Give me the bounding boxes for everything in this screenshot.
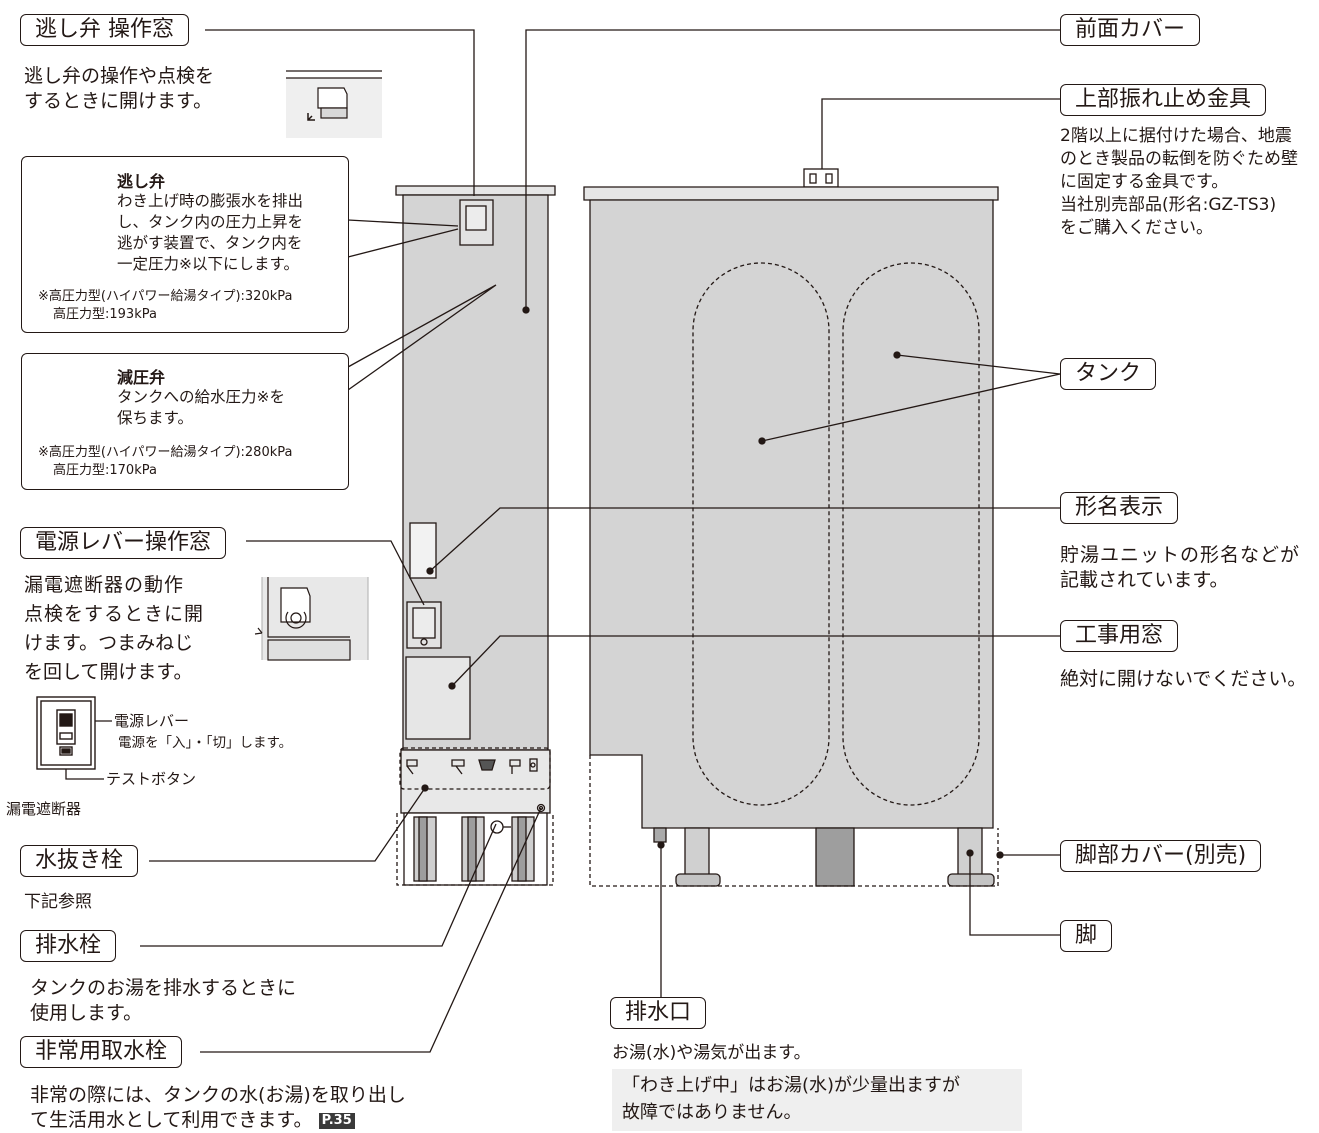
model-display-desc-1: 貯湯ユニットの形名などが <box>1060 544 1301 566</box>
front-cover-label: 前面カバー <box>1060 14 1201 46</box>
pressure-valve-note-1: ※高圧力型(ハイパワー給湯タイプ):280kPa <box>38 445 293 460</box>
model-display-desc-2: 記載されています。 <box>1060 569 1229 591</box>
power-lever-desc: 電源を「入」・「切」します。 <box>118 735 293 751</box>
relief-window-label: 逃し弁 操作窓 <box>20 14 189 46</box>
pressure-valve-box <box>21 353 349 490</box>
relief-valve-desc-4: 一定圧力※以下にします。 <box>117 255 299 273</box>
test-button-label: テストボタン <box>106 770 197 788</box>
relief-window-desc-2: するときに開けます。 <box>24 90 213 112</box>
work-window-desc: 絶対に開けないでください。 <box>1060 668 1307 690</box>
emergency-tap-desc-2: て生活用水として利用できます。 P.35 <box>30 1108 355 1133</box>
power-window-thumb <box>254 577 369 661</box>
relief-window-thumb <box>286 70 382 138</box>
drain-valve-desc-1: タンクのお湯を排水するときに <box>30 977 297 999</box>
upper-bracket-desc-1: 2階以上に据付けた場合、地震 <box>1060 126 1292 146</box>
drain-valve-desc-2: 使用します。 <box>30 1002 143 1024</box>
drain-outlet-note-2: 故障ではありません。 <box>622 1102 802 1123</box>
power-window-desc-4: を回して開けます。 <box>24 661 193 683</box>
relief-valve-box <box>21 156 349 333</box>
power-lever-label: 電源レバー <box>114 712 190 730</box>
relief-valve-title: 逃し弁 <box>117 172 166 191</box>
upper-bracket-desc-5: をご購入ください。 <box>1060 218 1213 238</box>
work-window-label: 工事用窓 <box>1060 620 1179 652</box>
drain-outlet-desc: お湯(水)や湯気が出ます。 <box>612 1043 811 1063</box>
drain-outlet-note-box <box>612 1069 1022 1131</box>
drain-outlet-note-1: 「わき上げ中」はお湯(水)が少量出ますが <box>622 1075 961 1096</box>
drain-outlet-label: 排水口 <box>610 997 707 1029</box>
emergency-tap-desc-1: 非常の際には、タンクの水(お湯)を取り出し <box>30 1084 406 1106</box>
front-unit <box>583 168 999 887</box>
power-window-desc-3: けます。つまみねじ <box>24 632 194 654</box>
tank-label: タンク <box>1060 358 1157 390</box>
emergency-tap-desc-2-text: て生活用水として利用できます。 <box>30 1109 313 1131</box>
relief-window-desc-1: 逃し弁の操作や点検を <box>24 65 215 87</box>
emergency-tap-label: 非常用取水栓 <box>20 1036 183 1068</box>
upper-bracket-label: 上部振れ止め金具 <box>1060 84 1267 116</box>
pressure-valve-title: 減圧弁 <box>117 368 166 387</box>
page-ref-badge[interactable]: P.35 <box>318 1113 355 1129</box>
drain-plug-desc: 下記参照 <box>24 892 92 912</box>
relief-valve-note-1: ※高圧力型(ハイパワー給湯タイプ):320kPa <box>38 289 293 304</box>
leg-label: 脚 <box>1060 920 1113 952</box>
breaker-name: 漏電遮断器 <box>6 800 82 818</box>
pressure-valve-desc-2: 保ちます。 <box>117 409 193 427</box>
power-window-desc-2: 点検をするときに開 <box>24 603 205 625</box>
power-window-label: 電源レバー操作窓 <box>20 527 227 559</box>
breaker-icon <box>36 696 96 770</box>
upper-bracket-desc-3: に固定する金具です。 <box>1060 172 1229 192</box>
pressure-valve-note-2: 高圧力型:170kPa <box>53 463 157 478</box>
model-display-label: 形名表示 <box>1060 492 1179 524</box>
upper-bracket-desc-4: 当社別売部品(形名:GZ-TS3) <box>1060 195 1277 215</box>
power-window-desc-1: 漏電遮断器の動作 <box>24 574 185 596</box>
relief-valve-desc-3: 逃がす装置で、タンク内を <box>117 234 303 252</box>
drain-valve-label: 排水栓 <box>20 930 117 962</box>
upper-bracket-desc-2: のとき製品の転倒を防ぐため壁 <box>1060 149 1298 169</box>
relief-valve-note-2: 高圧力型:193kPa <box>53 307 157 322</box>
drain-plug-label: 水抜き栓 <box>20 845 139 877</box>
leg-cover-label: 脚部カバー(別売) <box>1060 840 1262 872</box>
relief-valve-desc-1: わき上げ時の膨張水を排出 <box>117 192 304 210</box>
pressure-valve-desc-1: タンクへの給水圧力※を <box>117 388 285 406</box>
side-unit <box>395 185 556 886</box>
relief-valve-desc-2: し、タンク内の圧力上昇を <box>117 213 304 231</box>
